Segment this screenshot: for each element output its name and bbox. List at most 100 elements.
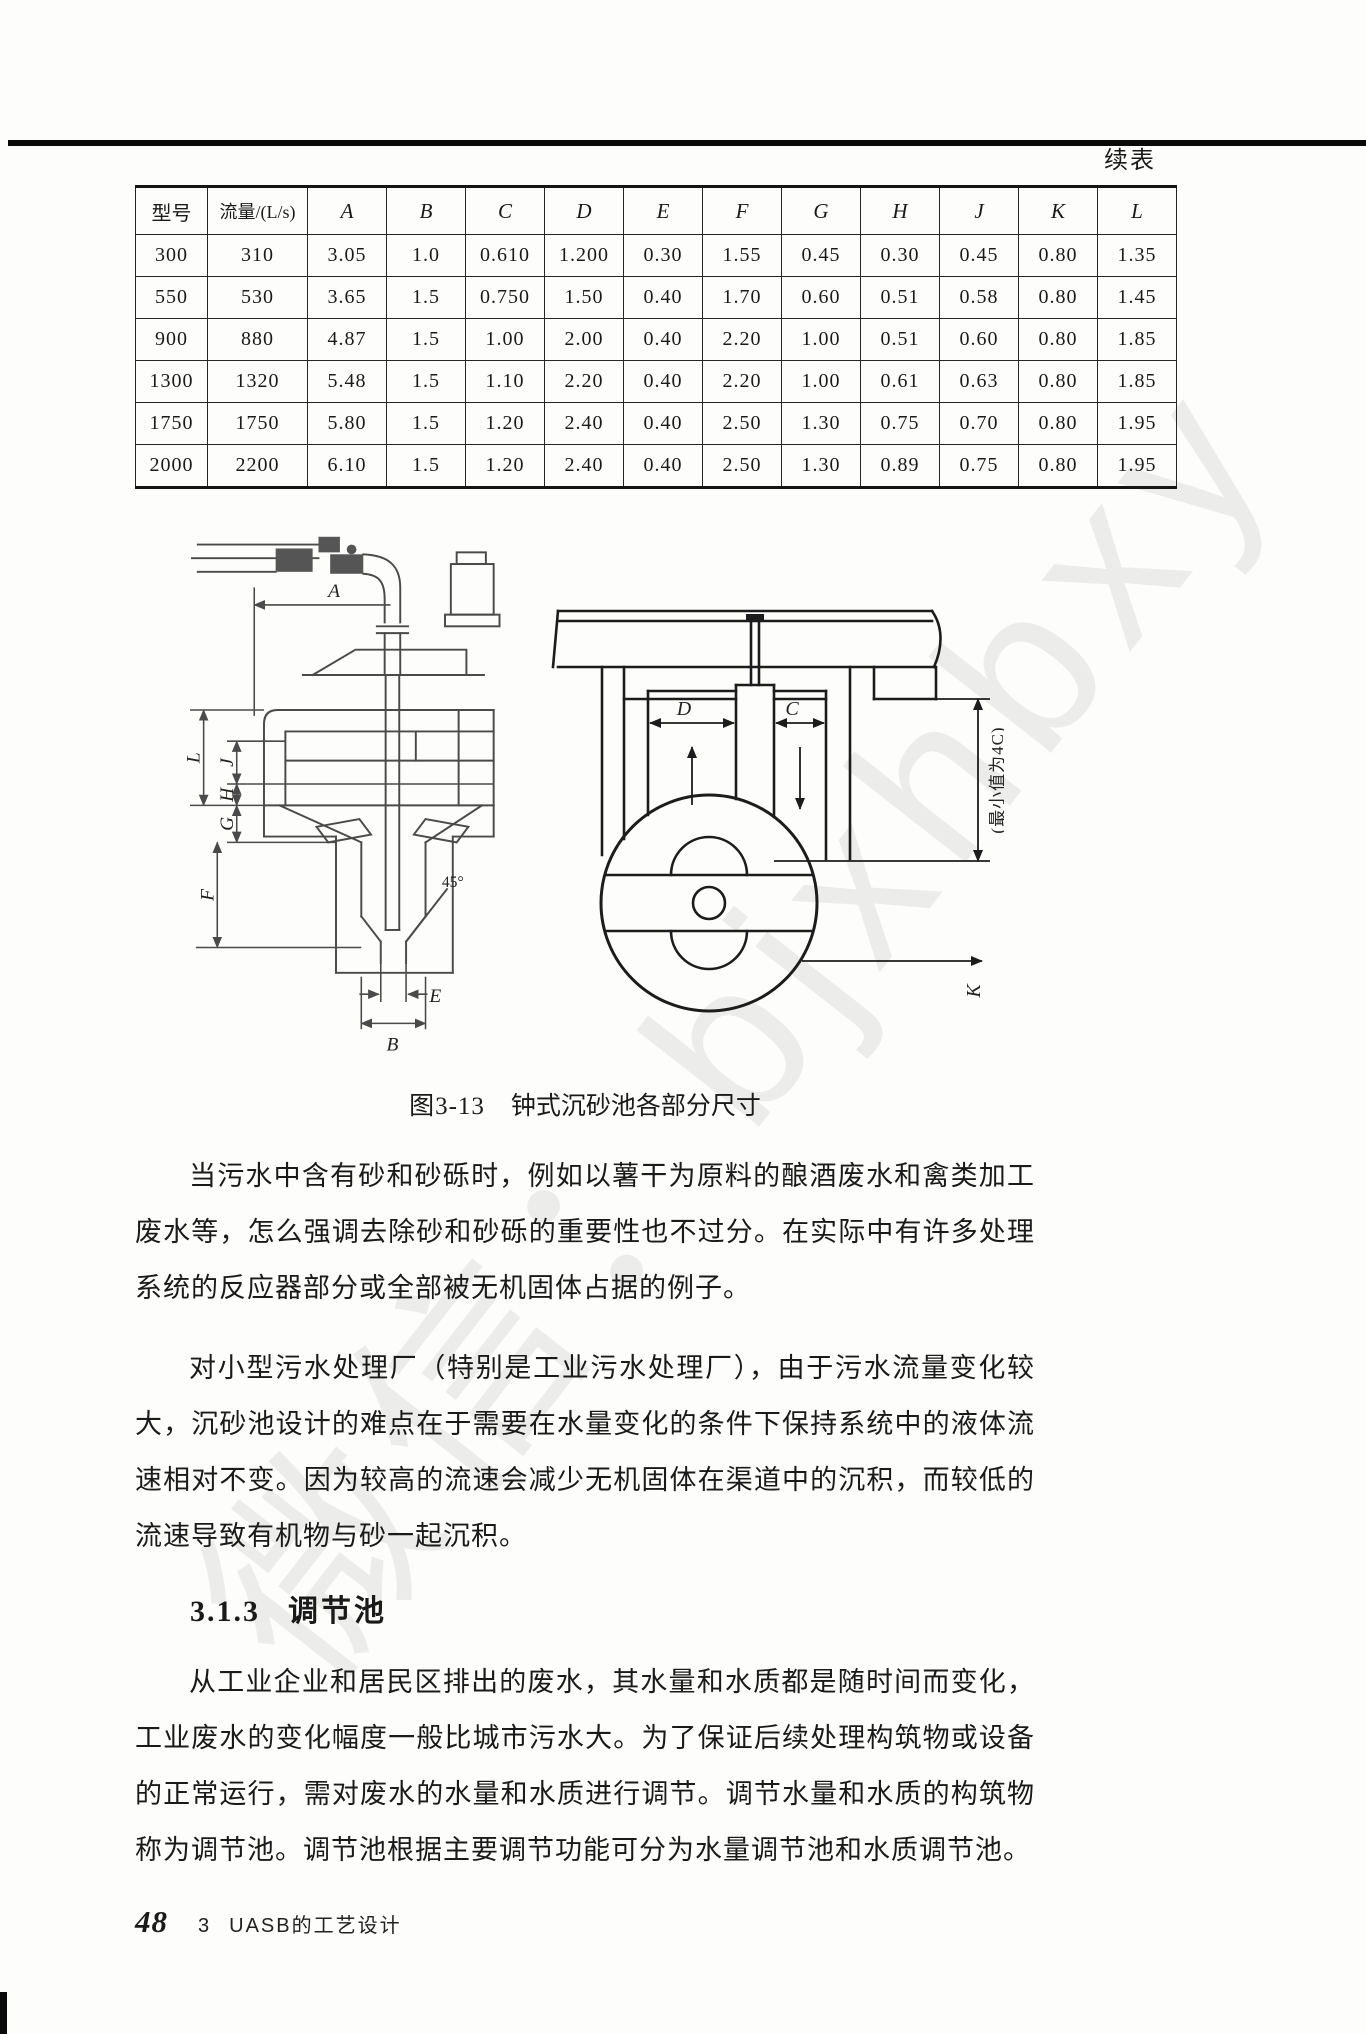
dim-label-a: A [326,581,340,602]
table-cell: 1300 [135,360,208,403]
table-cell: 5.48 [307,360,387,403]
table-cell: 1750 [207,402,308,445]
scan-artifact-corner [0,1992,7,2034]
column-header: B [386,186,466,235]
column-header: H [860,186,940,235]
table-cell: 0.40 [623,402,703,445]
table-cell: 1.30 [781,402,861,445]
figure-caption-label: 图3-13 [409,1093,485,1120]
table-cell: 0.40 [623,360,703,403]
table-cell: 550 [135,276,208,319]
table-cell: 1750 [135,402,208,445]
table-cell: 300 [135,234,208,277]
table-cell: 0.45 [781,234,861,277]
dim-label-f: F [197,888,218,902]
table-cell: 5.80 [307,402,387,445]
table-cell: 0.51 [860,276,940,319]
grit-chamber-circle [599,793,819,1013]
dimension-lines [649,698,990,966]
dim-label-g: G [217,817,238,831]
table-cell: 1.00 [781,360,861,403]
table-cell: 0.30 [860,234,940,277]
table-cell: 2000 [135,444,208,488]
table-cell: 900 [135,318,208,361]
paragraph-3: 从工业企业和居民区排出的废水，其水量和水质都是随时间而变化，工业废水的变化幅度一… [135,1667,1035,1865]
table-cell: 1.200 [544,234,624,277]
plan-diagram: D C K (最小值为4C) [551,609,1004,1013]
table-cell: 2.50 [702,444,782,488]
table-cell: 0.63 [939,360,1019,403]
table-cell: 0.45 [939,234,1019,277]
table-cell: 0.40 [623,318,703,361]
table-cell: 3.05 [307,234,387,277]
table-cell: 2.20 [544,360,624,403]
column-header: L [1097,186,1177,235]
table-cell: 1.5 [386,444,466,488]
table-cell: 1.5 [386,402,466,445]
table-cell: 0.40 [623,276,703,319]
table-cell: 2200 [207,444,308,488]
chapter-title: UASB的工艺设计 [229,1915,402,1937]
table-cell: 1.10 [465,360,545,403]
table-cell: 0.750 [465,276,545,319]
inlet-channel [551,609,942,687]
dim-label-l: L [184,752,205,764]
dim-label-b: B [387,1035,399,1056]
column-header: D [544,186,624,235]
elevation-diagram: A L J H G F 45° E B [184,536,501,1056]
chapter-number: 3 [198,1915,210,1937]
table-cell: 0.60 [781,276,861,319]
table-cell: 0.80 [1018,402,1098,445]
table-cell: 0.80 [1018,360,1098,403]
paragraph-2: 对小型污水处理厂（特别是工业污水处理厂），由于污水流量变化较大，沉砂池设计的难点… [135,1353,1035,1551]
table-cell: 1.0 [386,234,466,277]
table-cell: 1.20 [465,402,545,445]
page-footer: 48 3 UASB的工艺设计 [135,1904,1366,1940]
drive-motor [444,551,501,628]
table-cell: 880 [207,318,308,361]
table-cell: 1.95 [1097,444,1177,488]
table-cell: 1.85 [1097,318,1177,361]
column-header: 流量/(L/s) [207,186,308,235]
table-cell: 0.80 [1018,444,1098,488]
table-cell: 1.95 [1097,402,1177,445]
table-cell: 0.80 [1018,234,1098,277]
table-cell: 1.20 [465,444,545,488]
dim-label-h: H [217,787,238,803]
dimension-labels: D C K (最小值为4C) [676,698,1004,999]
table-cell: 1.35 [1097,234,1177,277]
tank-cover [301,648,485,677]
section-title: 调节池 [288,1595,387,1628]
figure-3-13: A L J H G F 45° E B [170,529,1366,1074]
table-cell: 0.30 [623,234,703,277]
table-cell: 1.5 [386,360,466,403]
table-cell: 2.20 [702,318,782,361]
dim-label-k: K [963,983,985,999]
table-cell: 0.80 [1018,318,1098,361]
column-header: G [781,186,861,235]
dim-label-d: D [676,698,692,720]
table-cell: 1320 [207,360,308,403]
table-cell: 0.58 [939,276,1019,319]
column-header: C [465,186,545,235]
table-cell: 1.5 [386,318,466,361]
table-cell: 1.5 [386,276,466,319]
tank-outline [263,674,495,974]
table-cell: 1.30 [781,444,861,488]
column-header: F [702,186,782,235]
table-cell: 2.50 [702,402,782,445]
table-cell: 1.50 [544,276,624,319]
inlet-piping [190,536,409,676]
section-number: 3.1.3 [190,1595,260,1628]
dimension-lines [190,587,494,1030]
table-cell: 0.51 [860,318,940,361]
figure-caption-text: 钟式沉砂池各部分尺寸 [510,1093,761,1120]
dim-label-c: C [785,698,799,720]
table-cell: 0.40 [623,444,703,488]
